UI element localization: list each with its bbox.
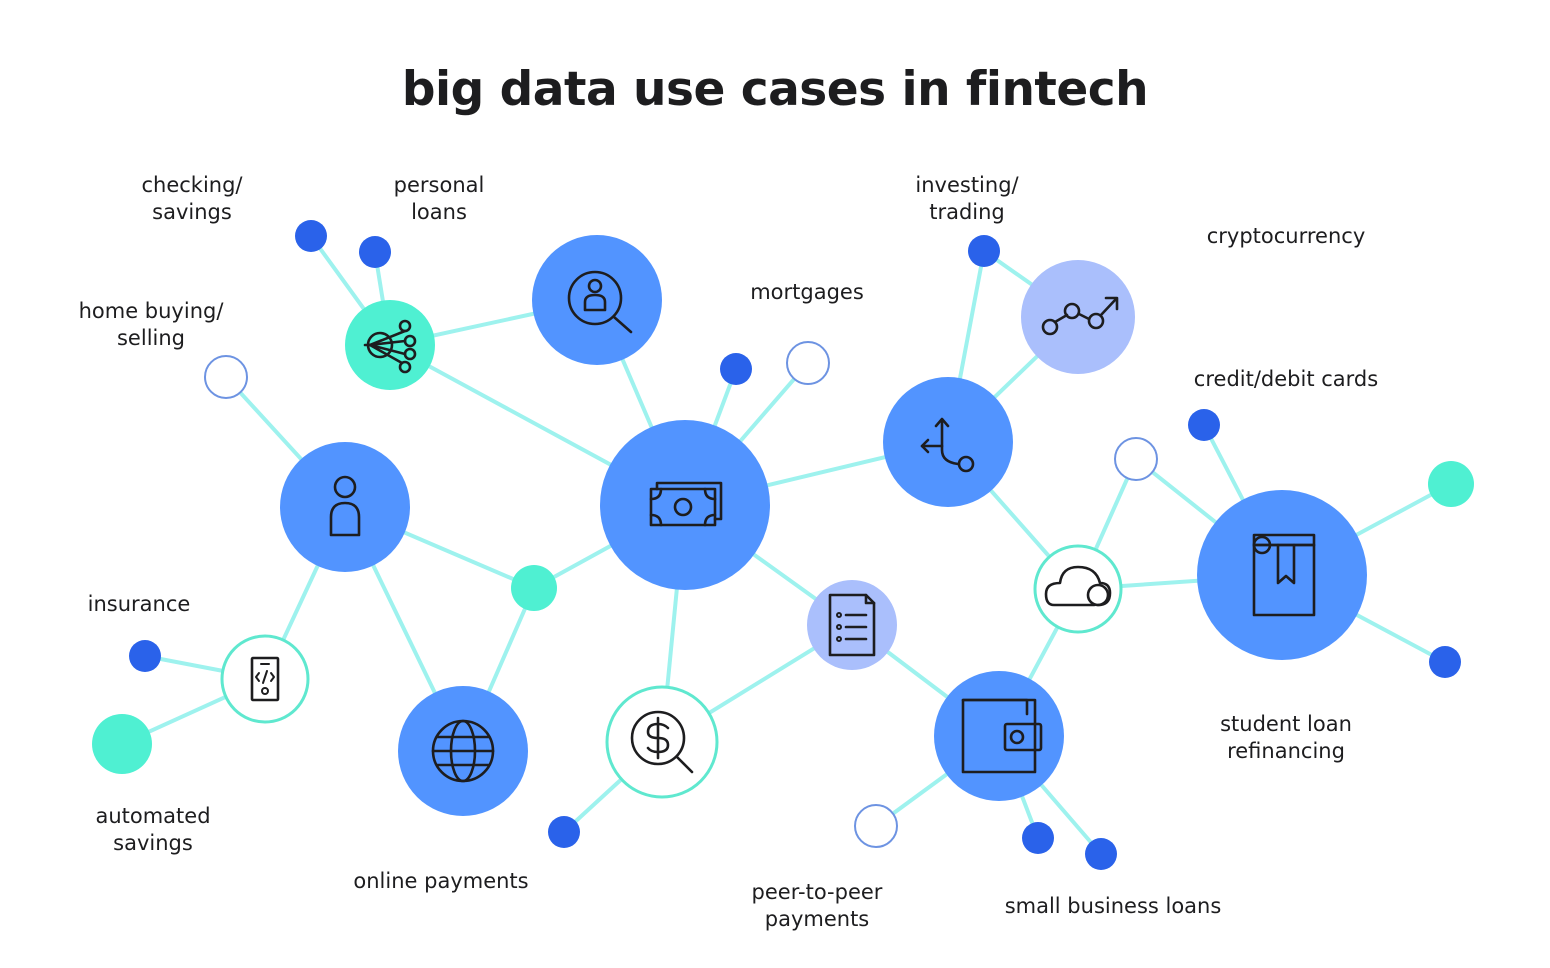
label-mortgages: mortgages: [750, 280, 864, 304]
share-node: [345, 300, 435, 390]
dot-node: [968, 235, 1000, 267]
hollow-node: [204, 355, 248, 399]
label-investing-trading: investing/ trading: [915, 173, 1019, 224]
code-phone-icon: [250, 656, 280, 702]
dot-node: [295, 220, 327, 252]
banknote-icon: [649, 481, 723, 527]
label-student-loan-refinancing: student loan refinancing: [1220, 712, 1352, 763]
label-checking-savings: checking/ savings: [141, 173, 243, 224]
label-online-payments: online payments: [353, 869, 529, 893]
wallet-icon: [961, 698, 1043, 774]
person-icon: [329, 475, 361, 537]
dollar-search-icon: [630, 710, 694, 774]
label-personal-loans: personal loans: [393, 173, 485, 224]
dot-node: [1022, 822, 1054, 854]
trend-chart-icon: [1041, 296, 1119, 336]
dot-node: [1188, 409, 1220, 441]
teal-dot-node: [1428, 461, 1474, 507]
document-list-icon: [828, 593, 876, 657]
dot-node: [359, 236, 391, 268]
book-node: [1197, 490, 1367, 660]
book-bookmark-icon: [1252, 533, 1316, 617]
person-node: [280, 442, 410, 572]
dot-node: [548, 816, 580, 848]
cloud-icon: [1044, 565, 1112, 607]
hollow-node: [1114, 437, 1158, 481]
banknote-node: [600, 420, 770, 590]
branch-arrow-icon: [920, 417, 975, 473]
label-insurance: insurance: [87, 592, 191, 616]
trend-node: [1021, 260, 1135, 374]
hollow-node: [854, 804, 898, 848]
label-home-buying-selling: home buying/ selling: [78, 299, 224, 350]
dot-node: [1085, 838, 1117, 870]
label-cryptocurrency: cryptocurrency: [1206, 224, 1366, 248]
dot-node: [1429, 646, 1461, 678]
hollow-node: [786, 341, 830, 385]
dollar-search-node: [605, 685, 719, 799]
branch-node: [883, 377, 1013, 507]
cloud-node: [1033, 544, 1123, 634]
label-small-business-loans: small business loans: [1004, 894, 1222, 918]
user-search-icon: [567, 270, 633, 334]
node-icons: [250, 270, 1316, 783]
label-automated-savings: automated savings: [95, 804, 211, 855]
dot-node: [129, 640, 161, 672]
document-node: [807, 580, 897, 670]
globe-icon: [431, 719, 495, 783]
label-credit-debit-cards: credit/debit cards: [1193, 367, 1379, 391]
page-title: big data use cases in fintech: [401, 62, 1149, 117]
teal-dot-node: [511, 565, 557, 611]
wallet-node: [934, 671, 1064, 801]
teal-dot-node: [92, 714, 152, 774]
share-nodes-icon: [363, 319, 417, 374]
dot-node: [720, 353, 752, 385]
user-search-node: [532, 235, 662, 365]
label-peer-to-peer-payments: peer-to-peer payments: [751, 880, 883, 931]
